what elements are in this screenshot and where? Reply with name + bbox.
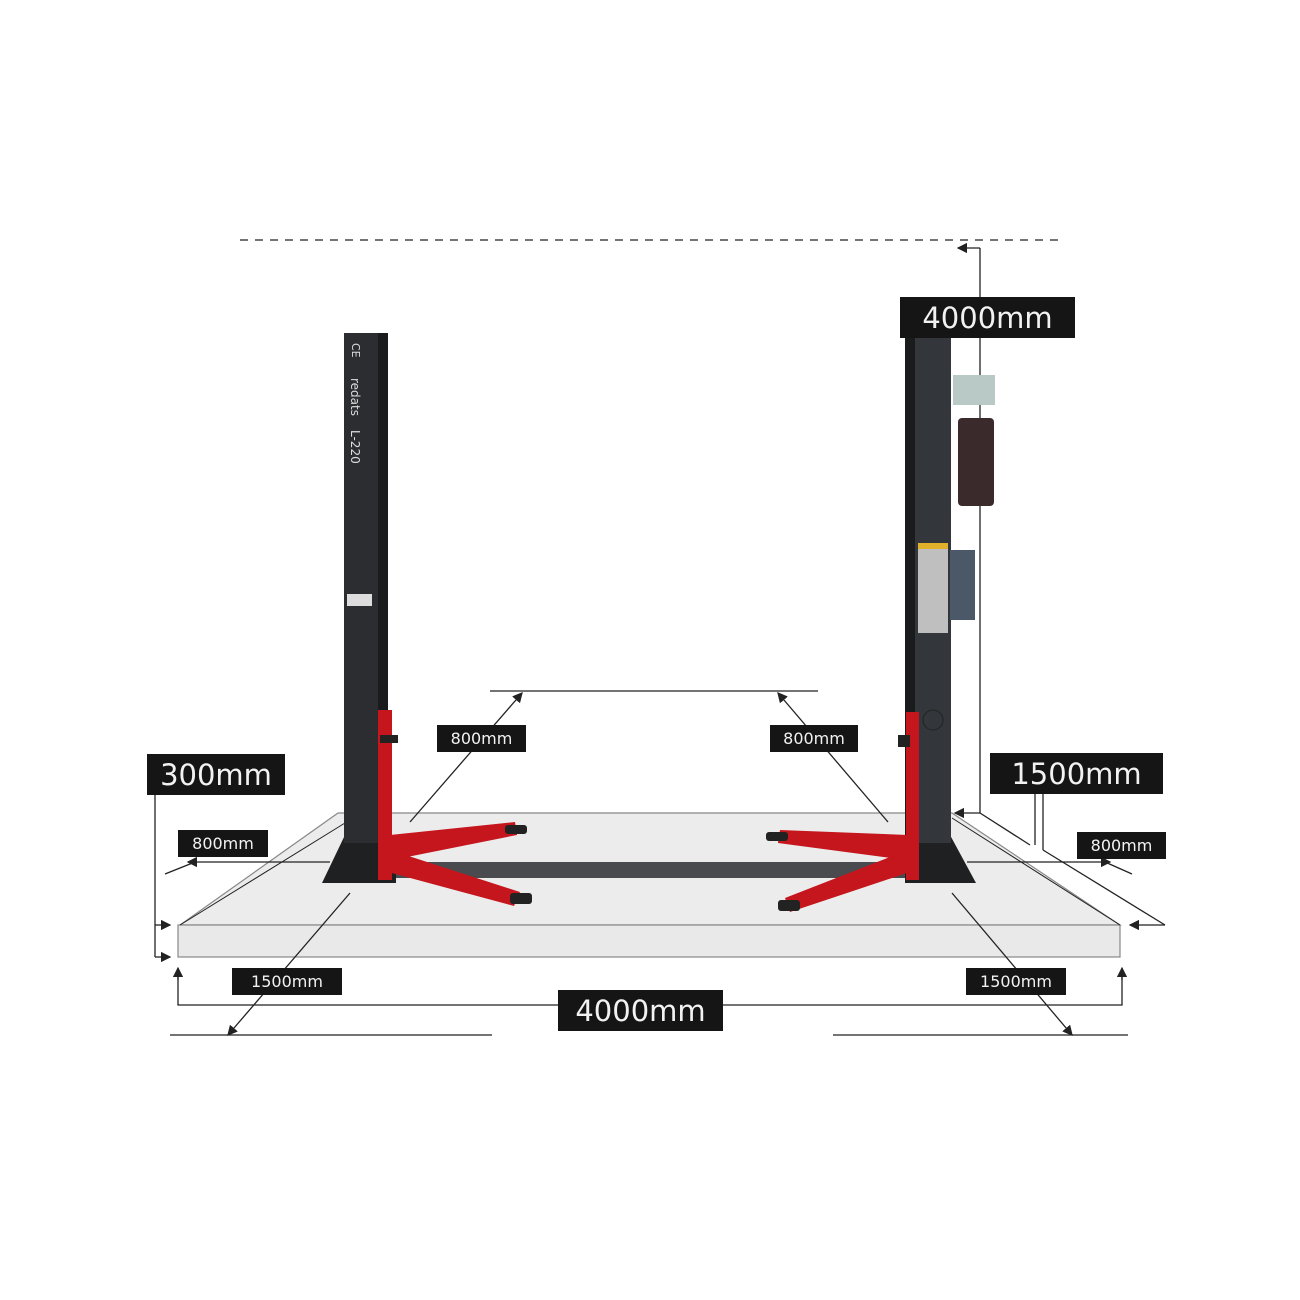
right-post	[905, 335, 995, 883]
overall-width-label: 4000mm	[558, 990, 723, 1031]
left-post	[322, 333, 396, 883]
slab-side-right-label: 800mm	[1077, 832, 1166, 859]
ce-mark: CE	[349, 343, 362, 358]
brand-logo: redats	[348, 378, 362, 416]
slab-depth-left-label: 1500mm	[232, 968, 342, 995]
left-lift-arm	[378, 710, 532, 906]
right-lift-arm	[766, 712, 919, 912]
arm-reach-left-label: 800mm	[437, 725, 526, 752]
overall-height-label: 4000mm	[900, 297, 1075, 338]
arm-reach-right-label: 800mm	[770, 725, 858, 752]
slab-side-left-label: 800mm	[178, 830, 268, 857]
slab-depth-right-label: 1500mm	[966, 968, 1066, 995]
slab-front	[177, 924, 1121, 958]
model-label: L-220	[348, 430, 362, 464]
slab-thickness-label: 300mm	[147, 754, 285, 795]
floor-plate	[392, 862, 907, 878]
side-clearance-label: 1500mm	[990, 753, 1163, 794]
